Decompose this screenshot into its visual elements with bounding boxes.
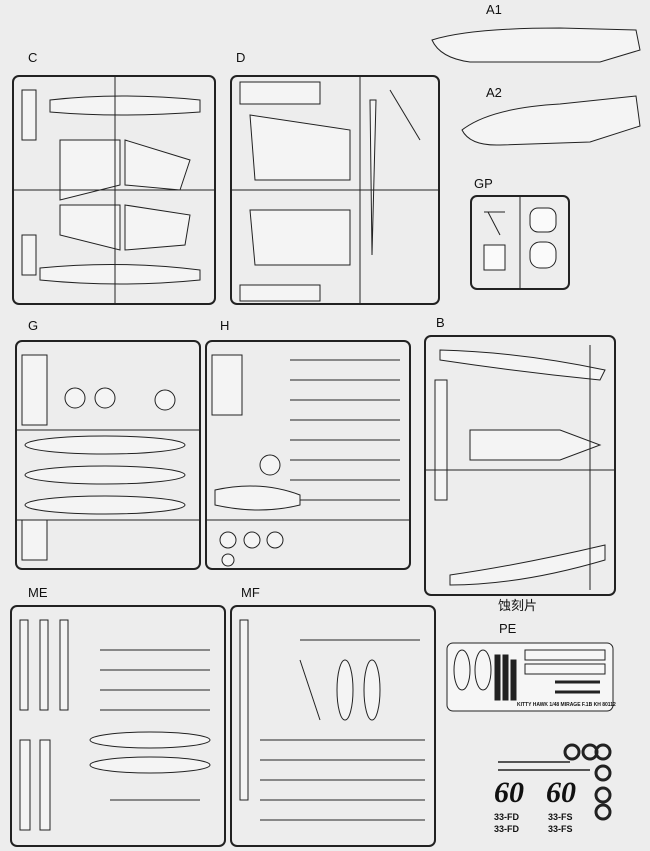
sprue-label-a1: A1 — [486, 2, 502, 17]
sprue-label-d: D — [236, 50, 246, 65]
pe-label: PE — [499, 621, 517, 636]
sprue-label-h: H — [220, 318, 230, 333]
pe-title-cn: 蚀刻片 — [498, 598, 538, 613]
sprue-label-c: C — [28, 50, 38, 65]
decal-code: 33-FD — [494, 824, 520, 834]
decal-code: 33-FS — [548, 824, 573, 834]
sprue-label-me: ME — [28, 585, 48, 600]
sprue-label-b: B — [436, 315, 445, 330]
sprue-label-gp: GP — [474, 176, 493, 191]
sprue-c-parts — [13, 76, 215, 304]
decal-number-60: 60 — [546, 776, 576, 809]
sprue-frame-g — [15, 340, 201, 570]
sprue-b-parts — [425, 345, 615, 590]
fuselage-half-a1 — [431, 27, 641, 63]
pe-fret — [446, 642, 614, 712]
sprue-h-parts — [206, 354, 410, 567]
sprue-mf-parts — [239, 619, 425, 821]
sprue-label-mf: MF — [241, 585, 260, 600]
sprue-frame-me — [10, 605, 226, 847]
sprue-frame-b — [424, 335, 616, 596]
sprue-label-g: G — [28, 318, 39, 333]
decal-number-60: 60 — [494, 776, 524, 809]
fuselage-half-a2 — [461, 95, 641, 146]
pe-parts — [453, 649, 606, 701]
sprue-frame-h — [205, 340, 411, 570]
sprue-d-parts — [231, 76, 439, 304]
decal-sheet — [563, 743, 612, 821]
sprue-frame-mf — [230, 605, 436, 847]
sprue-me-parts — [19, 619, 211, 831]
sprue-gp-parts — [483, 196, 557, 289]
sprue-g-parts — [16, 354, 200, 561]
decal-code: 33-FD — [494, 812, 520, 822]
decal-code: 33-FS — [548, 812, 573, 822]
sprue-label-a2: A2 — [486, 85, 502, 100]
pe-fret-text: KITTY HAWK 1/48 MIRAGE F.1B KH 80112 — [517, 702, 616, 708]
